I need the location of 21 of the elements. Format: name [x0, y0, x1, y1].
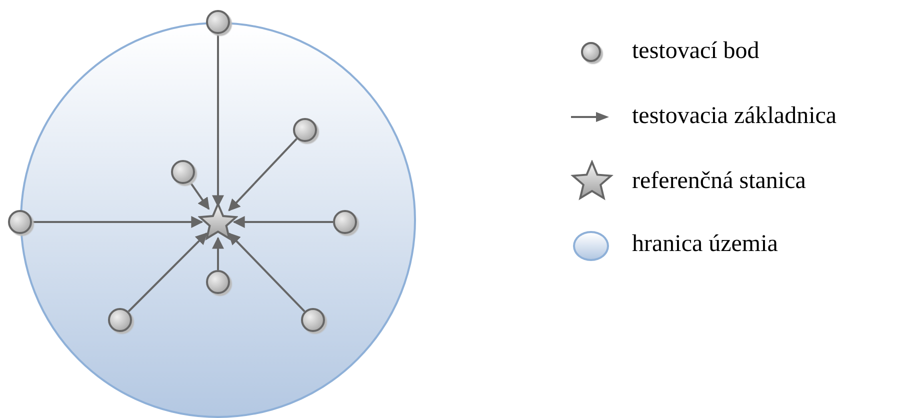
point-marker	[206, 270, 230, 294]
point-marker	[333, 210, 357, 234]
arrow	[228, 232, 306, 312]
point-marker	[8, 210, 32, 234]
point-marker	[301, 308, 325, 332]
arrow	[128, 232, 208, 312]
arrow	[212, 34, 224, 208]
point-marker	[171, 160, 195, 184]
arrow	[32, 216, 204, 228]
legend-label: hranica územia	[632, 230, 778, 258]
arrow	[232, 216, 333, 228]
point-marker	[293, 118, 317, 142]
star-marker	[198, 202, 238, 242]
point-marker	[206, 10, 230, 34]
arrow	[212, 236, 224, 270]
legend-label: testovacia základnica	[632, 102, 837, 130]
arrow	[228, 138, 298, 212]
legend-label: testovací bod	[632, 37, 760, 65]
arrow	[189, 181, 210, 210]
point-marker	[108, 308, 132, 332]
legend-label: referenčná stanica	[632, 167, 806, 195]
